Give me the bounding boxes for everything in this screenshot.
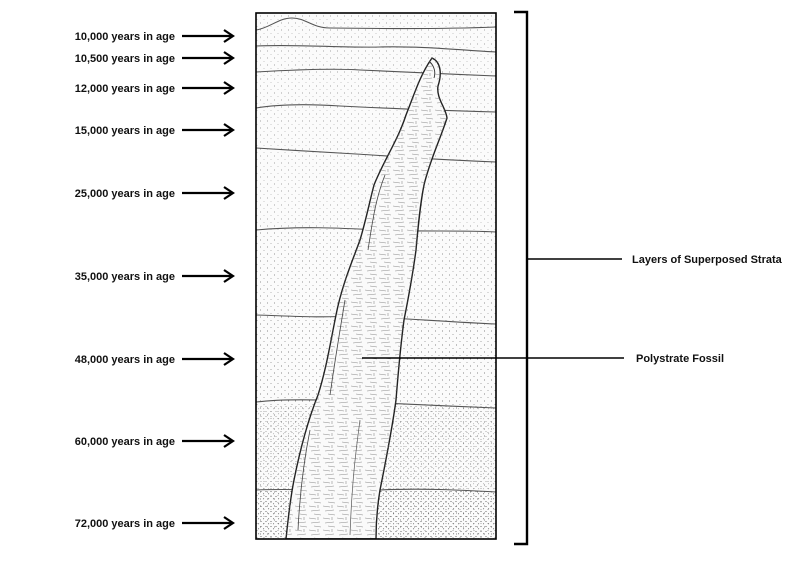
age-row: 10,000 years in age (75, 29, 235, 43)
age-label: 35,000 years in age (75, 271, 175, 283)
age-labels: 10,000 years in age 10,500 years in age 12… (75, 29, 235, 530)
age-label: 60,000 years in age (75, 436, 175, 448)
arrow-right-icon (223, 51, 235, 65)
age-row: 72,000 years in age (75, 516, 235, 530)
age-row: 15,000 years in age (75, 123, 235, 137)
arrow-right-icon (223, 123, 235, 137)
arrow-right-icon (223, 352, 235, 366)
arrow-right-icon (223, 29, 235, 43)
arrow-right-icon (223, 81, 235, 95)
arrow-right-icon (223, 269, 235, 283)
fossil-trunk (285, 57, 448, 539)
stratum-boundary (256, 68, 496, 77)
age-label: 10,500 years in age (75, 53, 175, 65)
stratum-boundary (256, 44, 496, 53)
age-row: 48,000 years in age (75, 352, 235, 366)
age-row: 60,000 years in age (75, 434, 235, 448)
arrow-right-icon (223, 186, 235, 200)
arrow-right-icon (223, 434, 235, 448)
age-row: 35,000 years in age (75, 269, 235, 283)
age-label: 12,000 years in age (75, 83, 175, 95)
arrow-right-icon (223, 516, 235, 530)
age-label: 48,000 years in age (75, 354, 175, 366)
stratum-boundary (256, 17, 496, 31)
age-label: 15,000 years in age (75, 125, 175, 137)
stratum-boundary (256, 147, 496, 163)
stratum-boundary (256, 104, 496, 113)
strata-bracket-label: Layers of Superposed Strata (632, 254, 783, 266)
age-row: 12,000 years in age (75, 81, 235, 95)
age-label: 72,000 years in age (75, 518, 175, 530)
strata-bracket (514, 10, 529, 546)
age-row: 10,500 years in age (75, 51, 235, 65)
age-label: 25,000 years in age (75, 188, 175, 200)
age-label: 10,000 years in age (75, 31, 175, 43)
fossil-label: Polystrate Fossil (636, 353, 724, 365)
strata-column-border (255, 12, 497, 540)
strata-column (256, 13, 496, 539)
age-row: 25,000 years in age (75, 186, 235, 200)
